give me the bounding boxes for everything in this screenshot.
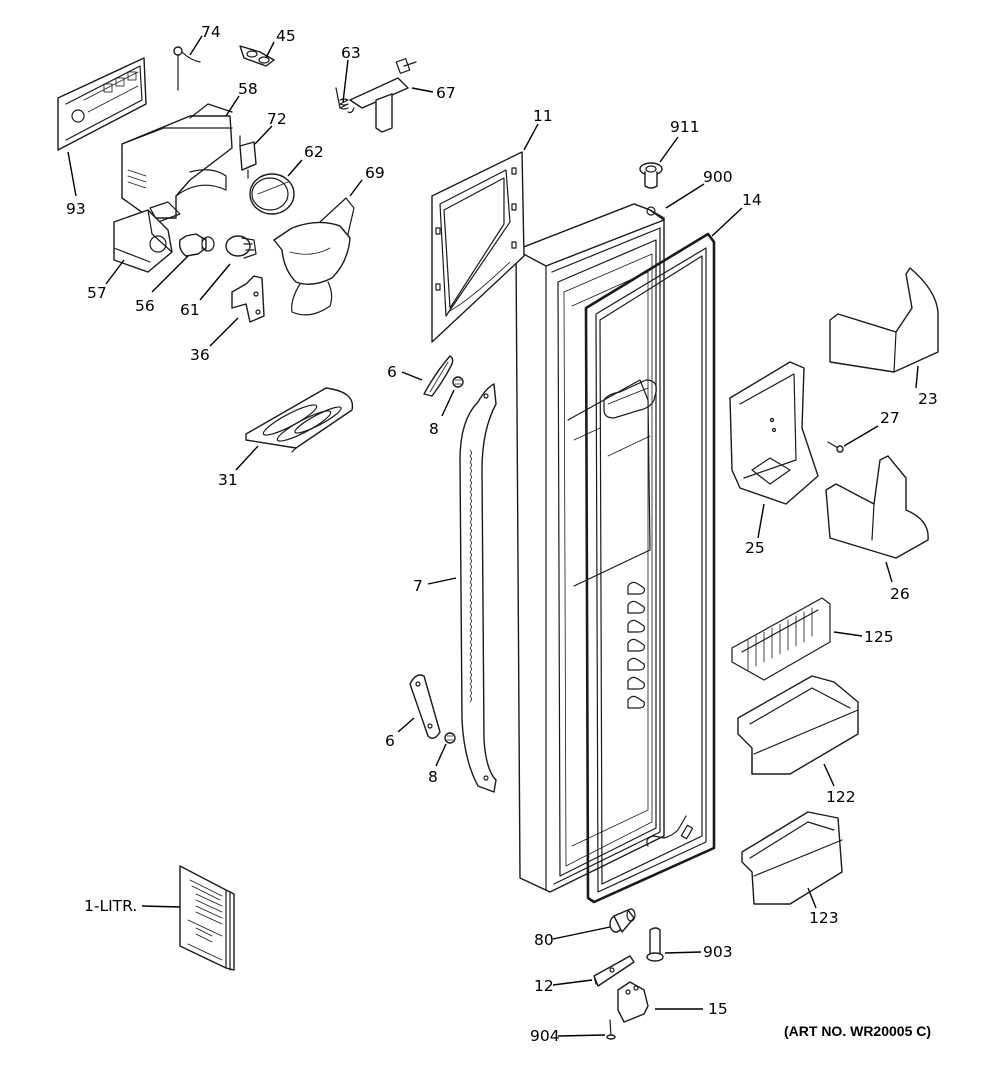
- part-drip-tray[interactable]: [245, 387, 354, 453]
- part-door-bin[interactable]: [737, 675, 859, 775]
- callout-72: 72: [267, 110, 287, 128]
- callout-45: 45: [276, 27, 296, 45]
- callout-74: 74: [201, 23, 221, 41]
- callout-8-upper: 8: [429, 420, 439, 438]
- callout-58: 58: [238, 80, 258, 98]
- part-control-board[interactable]: [57, 57, 147, 151]
- part-handle-screw-upper[interactable]: [452, 376, 464, 388]
- callout-80: 80: [534, 931, 554, 949]
- part-dispenser-frame[interactable]: [431, 151, 525, 343]
- callout-14: 14: [742, 191, 762, 209]
- part-hinge-pin[interactable]: [646, 927, 664, 962]
- part-gear-adapter[interactable]: [225, 235, 257, 259]
- part-bracket-plate[interactable]: [239, 45, 275, 67]
- callout-25: 25: [745, 539, 765, 557]
- callout-61: 61: [180, 301, 200, 319]
- callout-31: 31: [218, 471, 238, 489]
- part-plug[interactable]: [609, 908, 636, 933]
- part-spring-wire[interactable]: [173, 46, 201, 91]
- callout-122: 122: [826, 788, 856, 806]
- callout-27: 27: [880, 409, 900, 427]
- part-screw[interactable]: [827, 441, 844, 453]
- callout-123: 123: [809, 909, 839, 927]
- callout-903: 903: [703, 943, 733, 961]
- part-bin-bracket[interactable]: [729, 361, 819, 505]
- part-actuator-arm[interactable]: [349, 58, 417, 133]
- part-door-assembly[interactable]: [515, 203, 694, 893]
- callout-26: 26: [890, 585, 910, 603]
- callout-56: 56: [135, 297, 155, 315]
- callout-911: 911: [670, 118, 700, 136]
- part-spring[interactable]: [335, 87, 355, 114]
- callout-6-upper: 6: [387, 363, 397, 381]
- part-dispenser-housing[interactable]: [121, 103, 233, 223]
- callout-904: 904: [530, 1027, 560, 1045]
- callout-36: 36: [190, 346, 210, 364]
- callout-11: 11: [533, 107, 553, 125]
- part-coupling[interactable]: [178, 233, 215, 257]
- part-cover-top[interactable]: [829, 267, 939, 373]
- part-door-stop[interactable]: [593, 955, 635, 987]
- art-number: (ART NO. WR20005 C): [784, 1023, 931, 1039]
- part-literature[interactable]: [179, 865, 235, 971]
- part-handle-screw-lower[interactable]: [444, 732, 456, 744]
- callout-62: 62: [304, 143, 324, 161]
- part-handle-cap-upper[interactable]: [423, 355, 454, 397]
- callout-900: 900: [703, 168, 733, 186]
- callout-15: 15: [708, 1000, 728, 1018]
- part-hinge-bottom[interactable]: [617, 981, 649, 1023]
- part-ring-gasket[interactable]: [249, 173, 295, 215]
- part-switch[interactable]: [239, 135, 257, 179]
- part-door-bin-small[interactable]: [741, 811, 843, 905]
- leader-lines: [67, 35, 919, 1037]
- callout-93: 93: [66, 200, 86, 218]
- callout-67: 67: [436, 84, 456, 102]
- callout-12: 12: [534, 977, 554, 995]
- callout-6-lower: 6: [385, 732, 395, 750]
- door-shelf-rails: [627, 581, 645, 709]
- part-solenoid-bracket[interactable]: [231, 275, 265, 323]
- part-funnel-chute[interactable]: [273, 197, 355, 316]
- callout-labels: 74 45 63 67 58 72 62 69 93 57 56 61 36 1…: [66, 23, 938, 1045]
- callout-1-litr: 1-LITR.: [84, 897, 137, 915]
- callout-125: 125: [864, 628, 894, 646]
- part-door-gasket[interactable]: [584, 232, 716, 904]
- part-hinge-bushing[interactable]: [639, 162, 663, 189]
- part-handle-cap-lower[interactable]: [409, 674, 441, 739]
- part-cover-bottom[interactable]: [825, 455, 929, 559]
- part-door-handle[interactable]: [459, 383, 497, 793]
- callout-7: 7: [413, 577, 423, 595]
- callout-69: 69: [365, 164, 385, 182]
- part-wire-shelf[interactable]: [731, 597, 831, 681]
- callout-57: 57: [87, 284, 107, 302]
- part-motor-cover[interactable]: [113, 209, 173, 273]
- callout-23: 23: [918, 390, 938, 408]
- part-hinge-screw[interactable]: [606, 1019, 616, 1040]
- callout-8-lower: 8: [428, 768, 438, 786]
- callout-63: 63: [341, 44, 361, 62]
